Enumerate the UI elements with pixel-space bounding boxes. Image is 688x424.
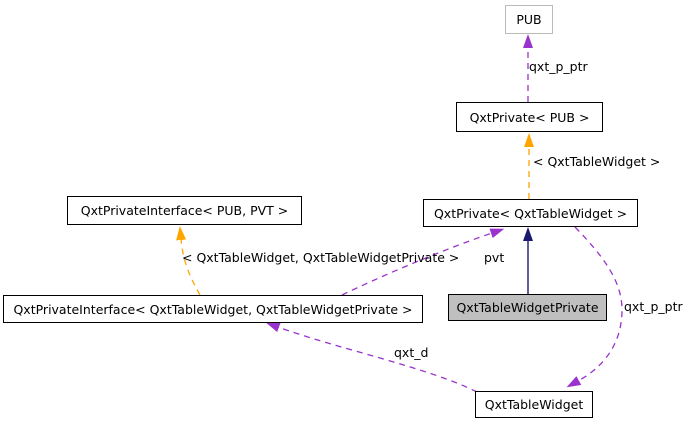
edge-label-template-table: < QxtTableWidget > [533,154,661,169]
node-qxtprivate-pub[interactable]: QxtPrivate< PUB > [456,102,603,132]
node-tablewidget-private[interactable]: QxtTableWidgetPrivate [448,294,607,321]
edge-label-qxt-d: qxt_d [394,345,429,360]
edge-usage-qxt-d [265,322,478,393]
node-iface-table[interactable]: QxtPrivateInterface< QxtTableWidget, Qxt… [3,295,423,323]
node-qxtprivate-table[interactable]: QxtPrivate< QxtTableWidget > [423,199,638,227]
edge-label-qxt-p-ptr-top: qxt_p_ptr [529,59,588,74]
edge-label-template-pair: < QxtTableWidget, QxtTableWidgetPrivate … [182,250,460,265]
edge-usage-qxt-p-ptr-right [566,226,623,388]
edge-label-pvt: pvt [484,250,505,265]
edge-template-pair [176,226,201,296]
node-tablewidget[interactable]: QxtTableWidget [475,391,593,418]
edge-usage-pvt [341,228,505,296]
node-pub[interactable]: PUB [505,5,553,34]
node-iface-pub-pvt[interactable]: QxtPrivateInterface< PUB, PVT > [67,196,302,225]
edge-label-qxt-p-ptr-right: qxt_p_ptr [624,299,683,314]
